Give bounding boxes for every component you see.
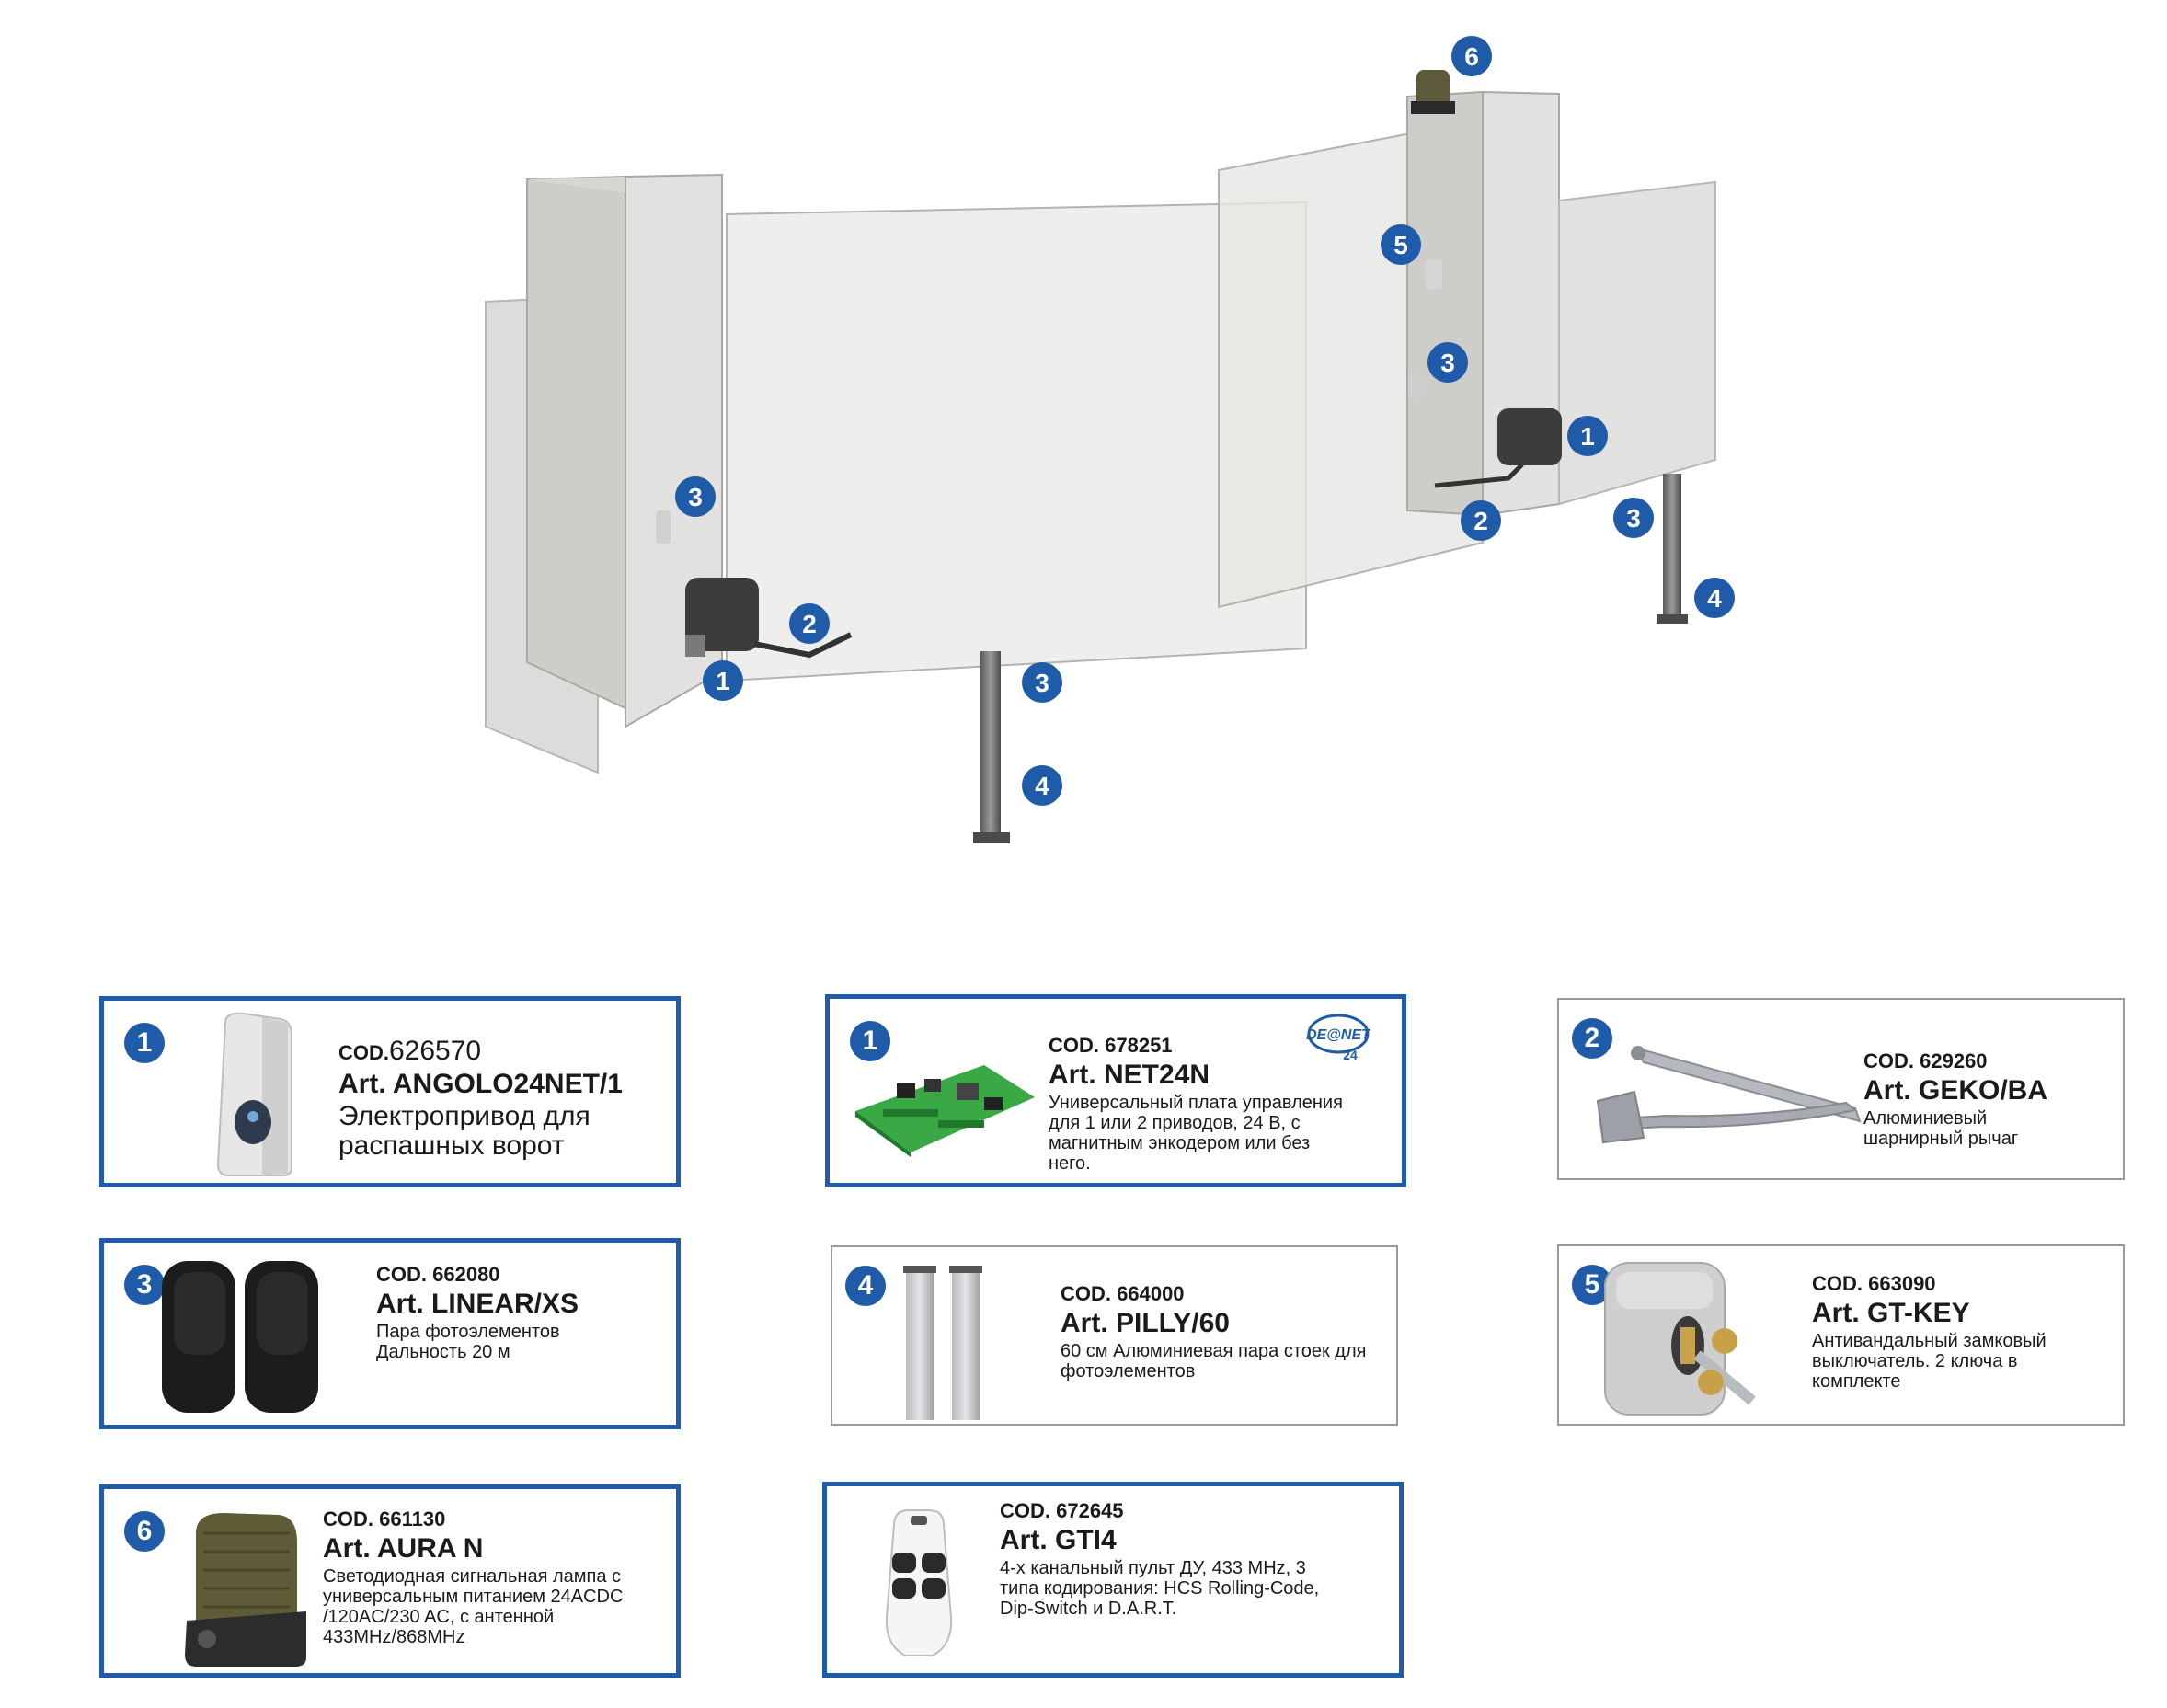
scene-marker-5: 5 <box>1381 224 1421 265</box>
cod-label: COD. <box>1049 1034 1099 1057</box>
article-name: Art. AURA N <box>323 1533 484 1564</box>
scene-marker-3: 3 <box>675 476 716 517</box>
cod-value: 663090 <box>1868 1272 1936 1295</box>
svg-text:3: 3 <box>688 483 703 511</box>
scene-marker-3: 3 <box>1613 498 1654 538</box>
motor-icon <box>216 1012 292 1176</box>
cod-value: 662080 <box>432 1263 500 1286</box>
card-number-badge: 4 <box>845 1266 886 1306</box>
svg-text:3: 3 <box>1626 504 1641 533</box>
svg-text:3: 3 <box>1035 669 1049 697</box>
product-card-geko-ba[interactable]: 2 COD. 629260 Art. GEKO/BA Алюминиевый ш… <box>1557 998 2125 1180</box>
cod-value: 661130 <box>379 1507 446 1530</box>
cod-value: 629260 <box>1920 1049 1988 1072</box>
scene-marker-4: 4 <box>1022 765 1062 806</box>
product-description: 60 см Алюминиевая пара стоек для фотоэле… <box>1061 1341 1367 1381</box>
scene-marker-3: 3 <box>1022 662 1062 703</box>
arm-icon <box>1596 1046 1862 1144</box>
lamp-icon <box>185 1513 306 1667</box>
scene-marker-4: 4 <box>1694 578 1735 618</box>
card-number-badge: 1 <box>124 1023 165 1063</box>
product-description: Светодиодная сигнальная лампа с универса… <box>323 1566 624 1647</box>
photocell-icon <box>656 510 671 544</box>
scene-marker-1: 1 <box>1567 416 1608 456</box>
product-card-angolo24net[interactable]: 1 COD.626570 Art. ANGOLO24NET/1 Электроп… <box>99 996 681 1187</box>
remote-icon <box>885 1509 953 1656</box>
article-name: Art. LINEAR/XS <box>376 1289 579 1319</box>
article-name: Art. PILLY/60 <box>1061 1308 1230 1338</box>
svg-text:3: 3 <box>1440 349 1455 377</box>
svg-text:4: 4 <box>1707 584 1722 613</box>
left-pillar <box>526 173 723 728</box>
product-description: Универсальный плата управления для 1 или… <box>1049 1093 1343 1174</box>
cod-label: COD. <box>323 1507 373 1530</box>
card-number-badge: 6 <box>124 1511 165 1552</box>
left-gate-leaf <box>726 201 1307 682</box>
product-description: 4-х канальный пульт ДУ, 433 MHz, 3 типа … <box>1000 1558 1320 1619</box>
svg-text:6: 6 <box>1464 42 1479 71</box>
svg-text:2: 2 <box>1473 507 1488 535</box>
article-name: Art. ANGOLO24NET/1 <box>338 1069 623 1099</box>
product-description: Электропривод для распашных ворот <box>338 1101 590 1161</box>
cod-value: 626570 <box>389 1036 482 1066</box>
product-description: Пара фотоэлементов Дальность 20 м <box>376 1322 560 1362</box>
key-switch-icon <box>1604 1262 1756 1416</box>
svg-text:1: 1 <box>716 667 730 695</box>
control-board-icon <box>855 1065 1035 1157</box>
scene-marker-2: 2 <box>1461 500 1501 541</box>
cod-label: COD. <box>1812 1272 1863 1295</box>
column-icon <box>1657 474 1688 624</box>
cod-label: COD. <box>1863 1049 1914 1072</box>
scene-marker-1: 1 <box>703 660 743 701</box>
scene-marker-2: 2 <box>789 603 830 644</box>
right-wall <box>1558 180 1716 506</box>
card-number-badge: 3 <box>124 1265 165 1305</box>
product-card-aura-n[interactable]: 6 COD. 661130 Art. AURA N Светодиодная с… <box>99 1484 681 1678</box>
deanet-logo-icon: DE@NET 24 <box>1306 1014 1370 1062</box>
product-card-gti4[interactable]: COD. 672645 Art. GTI4 4-х канальный пуль… <box>822 1482 1404 1678</box>
product-card-linear-xs[interactable]: 3 COD. 662080 Art. LINEAR/XS Пара фотоэл… <box>99 1238 681 1429</box>
photocell-icon <box>162 1261 318 1413</box>
article-name: Art. GTI4 <box>1000 1525 1117 1555</box>
svg-text:5: 5 <box>1393 231 1408 259</box>
gate-installation-scene: 1 2 3 3 4 1 2 3 3 4 5 6 <box>485 36 1735 843</box>
article-name: Art. GEKO/BA <box>1863 1075 2048 1106</box>
article-name: Art. GT-KEY <box>1812 1298 1970 1328</box>
key-switch-icon <box>1426 259 1442 289</box>
card-number-badge: 1 <box>850 1021 890 1061</box>
motor-icon <box>685 578 853 659</box>
cod-label: COD. <box>338 1041 389 1064</box>
scene-markers: 1 2 3 3 4 1 2 3 3 4 5 6 <box>675 36 1735 806</box>
cod-value: 678251 <box>1105 1034 1173 1057</box>
svg-text:24: 24 <box>1343 1048 1358 1062</box>
product-card-pilly-60[interactable]: 4 COD. 664000 Art. PILLY/60 60 см Алюмин… <box>831 1245 1398 1426</box>
svg-text:1: 1 <box>1580 422 1595 451</box>
photocell-icon <box>1410 373 1423 398</box>
lamp-icon <box>1411 70 1455 114</box>
cod-label: COD. <box>1061 1282 1111 1305</box>
cod-label: COD. <box>1000 1499 1050 1522</box>
product-description: Алюминиевый шарнирный рычаг <box>1863 1108 2019 1149</box>
svg-text:2: 2 <box>802 610 817 638</box>
cod-label: COD. <box>376 1263 427 1286</box>
product-card-gt-key[interactable]: 5 COD. 663090 Art. GT-KEY Антивандальный… <box>1557 1244 2125 1426</box>
cod-value: 672645 <box>1056 1499 1124 1522</box>
motor-icon <box>1434 408 1562 488</box>
product-card-net24n[interactable]: 1 DE@NET 24 COD. 678251 Art. NET24N Унив… <box>825 994 1406 1187</box>
scene-marker-6: 6 <box>1451 36 1492 76</box>
scene-marker-3: 3 <box>1427 342 1468 383</box>
cod-value: 664000 <box>1117 1282 1185 1305</box>
column-icon <box>903 1266 982 1420</box>
svg-text:4: 4 <box>1035 772 1049 800</box>
svg-text:DE@NET: DE@NET <box>1306 1027 1370 1043</box>
card-number-badge: 2 <box>1572 1018 1612 1059</box>
column-icon <box>973 651 1010 843</box>
product-description: Антивандальный замковый выключатель. 2 к… <box>1812 1331 2047 1392</box>
article-name: Art. NET24N <box>1049 1060 1210 1090</box>
